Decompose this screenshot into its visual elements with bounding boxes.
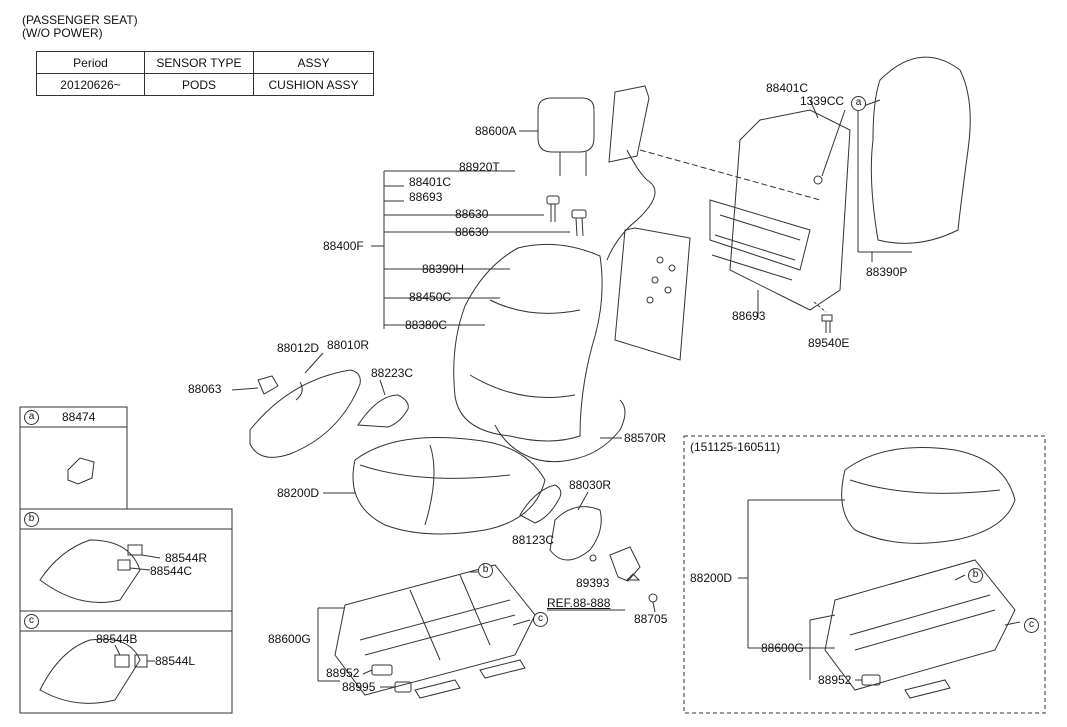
variant-callout-c: c [1024,618,1039,633]
part-label-88630-1: 88630 [455,207,489,221]
part-label-88012d: 88012D [277,341,320,355]
detail-box-c [19,610,233,714]
part-label-88010r: 88010R [327,338,370,352]
side-shield [249,369,361,458]
part-label-88123c: 88123C [512,533,555,547]
variant-seat-frame [824,559,1016,691]
table-cell-sensor-type: PODS [144,73,254,96]
part-label-88450c: 88450C [409,290,452,304]
part-label-88544r: 88544R [165,551,208,565]
part-label-88995: 88995 [342,680,376,694]
variant-part-88600g: 88600G [761,641,804,655]
seatback-rear-trim [870,56,971,244]
detail-b-callout: b [24,512,39,527]
recliner-cover [549,506,602,561]
recliner-knob [257,375,279,395]
part-label-88380c: 88380C [405,318,448,332]
part-label-88544b: 88544B [96,632,138,646]
callout-c: c [533,612,548,627]
table-header-sensor-type: SENSOR TYPE [144,51,254,74]
part-label-89393: 89393 [576,576,610,590]
table-cell-period: 20120626~ [36,73,145,96]
belt-buckle [609,546,641,582]
seat-cushion [352,437,546,535]
seatback-frame [729,109,851,311]
spec-table: Period SENSOR TYPE ASSY 20120626~ PODS C… [36,51,374,96]
part-label-88600a: 88600A [475,124,517,138]
detail-a-part [67,457,95,485]
part-label-88400f: 88400F [323,239,364,253]
part-label-88200d: 88200D [277,486,320,500]
part-label-88705: 88705 [634,612,668,626]
part-label-88390p: 88390P [866,265,908,279]
part-label-88390h: 88390H [422,262,465,276]
part-label-88474: 88474 [62,410,96,424]
seat-frame-track [334,564,536,696]
part-label-88630-2: 88630 [455,225,489,239]
header-passenger-seat: (PASSENGER SEAT) [22,13,138,27]
variant-part-88952: 88952 [818,673,852,687]
part-label-88600g: 88600G [268,632,311,646]
part-label-1339cc: 1339CC [800,94,845,108]
seatback-cover [453,243,603,442]
variant-period-label: (151125-160511) [690,440,781,454]
detail-a-callout: a [24,410,39,425]
part-label-88693-a: 88693 [409,190,443,204]
header-without-power: (W/O POWER) [22,26,103,40]
variant-box [683,435,1046,714]
callout-a: a [851,96,866,111]
headrest [537,97,595,153]
part-label-88401c-a: 88401C [409,175,452,189]
part-label-88570r: 88570R [624,431,667,445]
part-label-88063: 88063 [188,382,222,396]
detail-c-callout: c [24,614,39,629]
callout-b: b [478,563,493,578]
side-airbag-module [608,85,650,163]
part-label-88952: 88952 [326,666,360,680]
seatback-pad [614,227,691,361]
detail-b-illustration [39,539,141,603]
part-label-88544l: 88544L [155,654,196,668]
part-label-88030r: 88030R [569,478,612,492]
part-label-88693-b: 88693 [732,309,766,323]
part-label-88920t: 88920T [459,160,500,174]
variant-part-88200d: 88200D [690,571,733,585]
detail-c-illustration [39,638,141,704]
part-label-89540e: 89540E [808,336,850,350]
table-cell-assy: CUSHION ASSY [253,73,374,96]
part-label-88223c: 88223C [371,366,414,380]
variant-callout-b: b [968,568,983,583]
ref-label: REF.88-888 [547,596,611,610]
part-label-88544c: 88544C [150,564,193,578]
variant-seat-cushion [841,447,1016,544]
part-label-88401c-b: 88401C [766,81,809,95]
